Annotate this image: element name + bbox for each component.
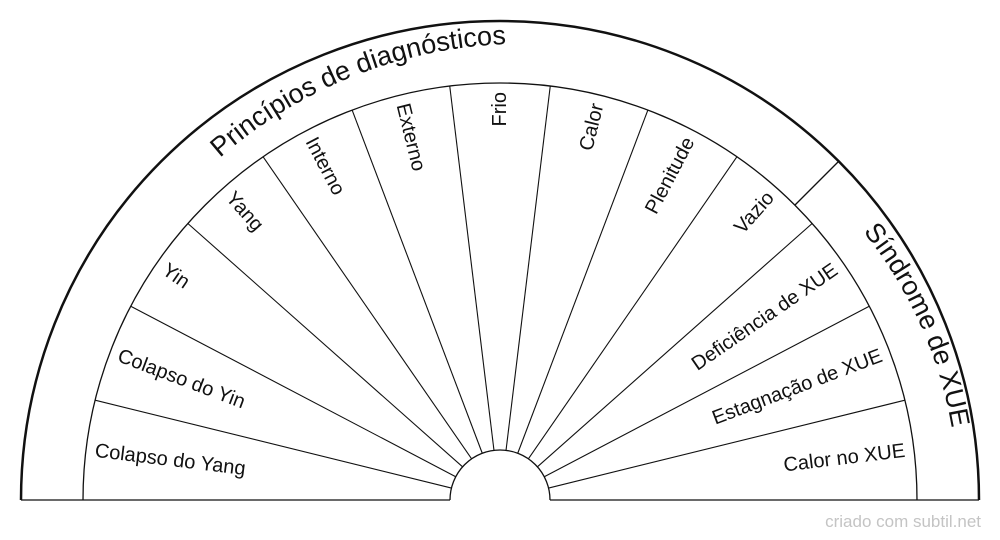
segment-label: Calor no XUE [782, 440, 906, 477]
footer-credit: criado com subtil.net [825, 512, 981, 531]
segment-label: Yin [158, 259, 194, 293]
segment-label: Frio [489, 92, 511, 126]
outer-title-right-text: Síndrome de XUE [858, 217, 975, 429]
outer-arc [19, 19, 981, 501]
segment-label: Externo [392, 101, 430, 173]
hub-arc [449, 449, 551, 501]
inner-ring-arc [82, 82, 918, 501]
segment-divider [527, 156, 738, 460]
segment-divider [262, 156, 473, 460]
segment-label: Colapso do Yin [115, 345, 249, 413]
segment-divider [548, 399, 906, 489]
segment-divider [351, 109, 483, 454]
outer-title-right: Síndrome de XUE [858, 217, 975, 429]
segment-divider [517, 109, 649, 454]
segment-label: Yang [221, 187, 267, 235]
segment-divider [187, 223, 463, 468]
segment-label: Plenitude [641, 134, 699, 218]
chart-frame [19, 19, 981, 501]
segment-label: Interno [301, 134, 349, 199]
segment-label: Estagnação de XUE [709, 345, 885, 429]
segment-label: Colapso do Yang [94, 440, 247, 480]
segment-label: Deficiência de XUE [688, 259, 842, 375]
segment-divider [130, 305, 456, 478]
segment-divider [449, 85, 495, 451]
segment-divider [544, 305, 870, 478]
ring-divider [794, 160, 840, 206]
segment-dividers [94, 85, 906, 489]
segment-label: Calor [576, 101, 609, 153]
segment-divider [505, 85, 551, 451]
segment-divider [537, 223, 813, 468]
segment-divider [94, 399, 452, 489]
segment-label: Vazio [730, 187, 779, 238]
